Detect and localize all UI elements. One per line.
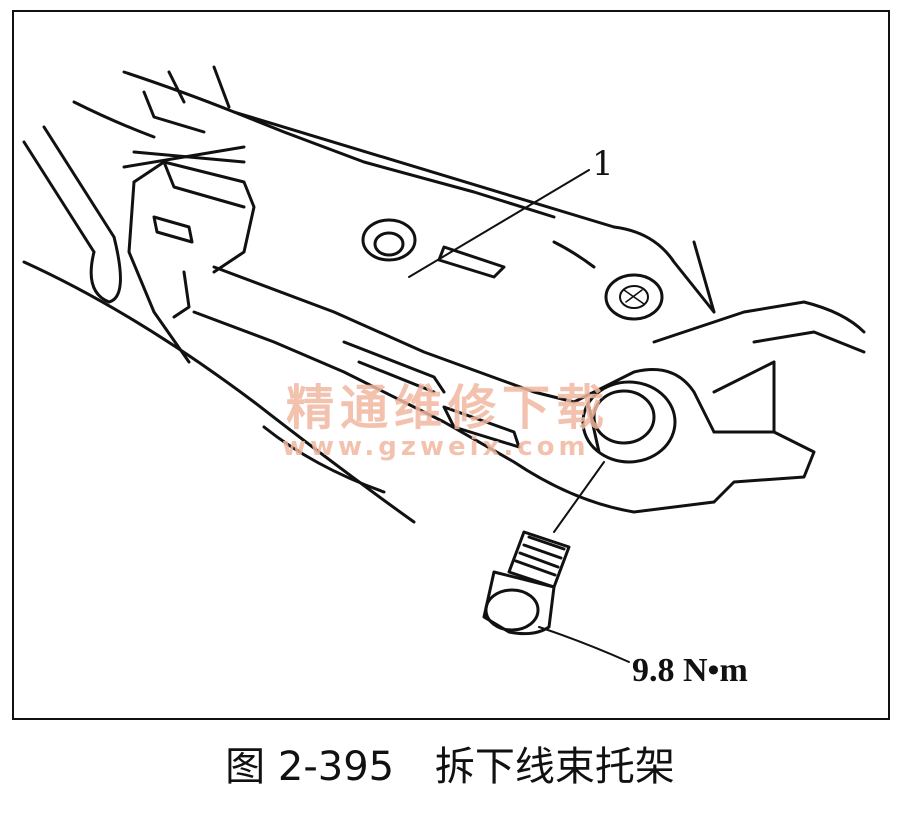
torque-leader xyxy=(538,626,630,663)
callout-1-leader xyxy=(408,169,590,278)
watermark-url: www.gzweix.com xyxy=(282,432,590,462)
watermark-brand: 精通维修下载 xyxy=(286,380,611,436)
caption-number: 图 2-395 xyxy=(225,744,395,790)
housing xyxy=(22,65,716,524)
figure-frame: 1 9.8 N•m 精通维修下载 www.gzweix.com xyxy=(12,10,890,720)
mounting-holes xyxy=(361,218,664,321)
bolt-boss xyxy=(581,380,677,464)
left-rod xyxy=(22,125,122,304)
bolt xyxy=(482,530,571,636)
torque-spec-label: 9.8 N•m xyxy=(632,652,748,689)
connector-block xyxy=(122,145,256,364)
technical-drawing xyxy=(22,65,866,663)
caption-title: 拆下线束托架 xyxy=(434,744,675,790)
bolt-axis-line xyxy=(553,461,605,533)
figure-caption: 图 2-395 拆下线束托架 xyxy=(0,734,900,792)
harness-bracket xyxy=(192,265,866,514)
callout-1-label: 1 xyxy=(592,144,614,184)
